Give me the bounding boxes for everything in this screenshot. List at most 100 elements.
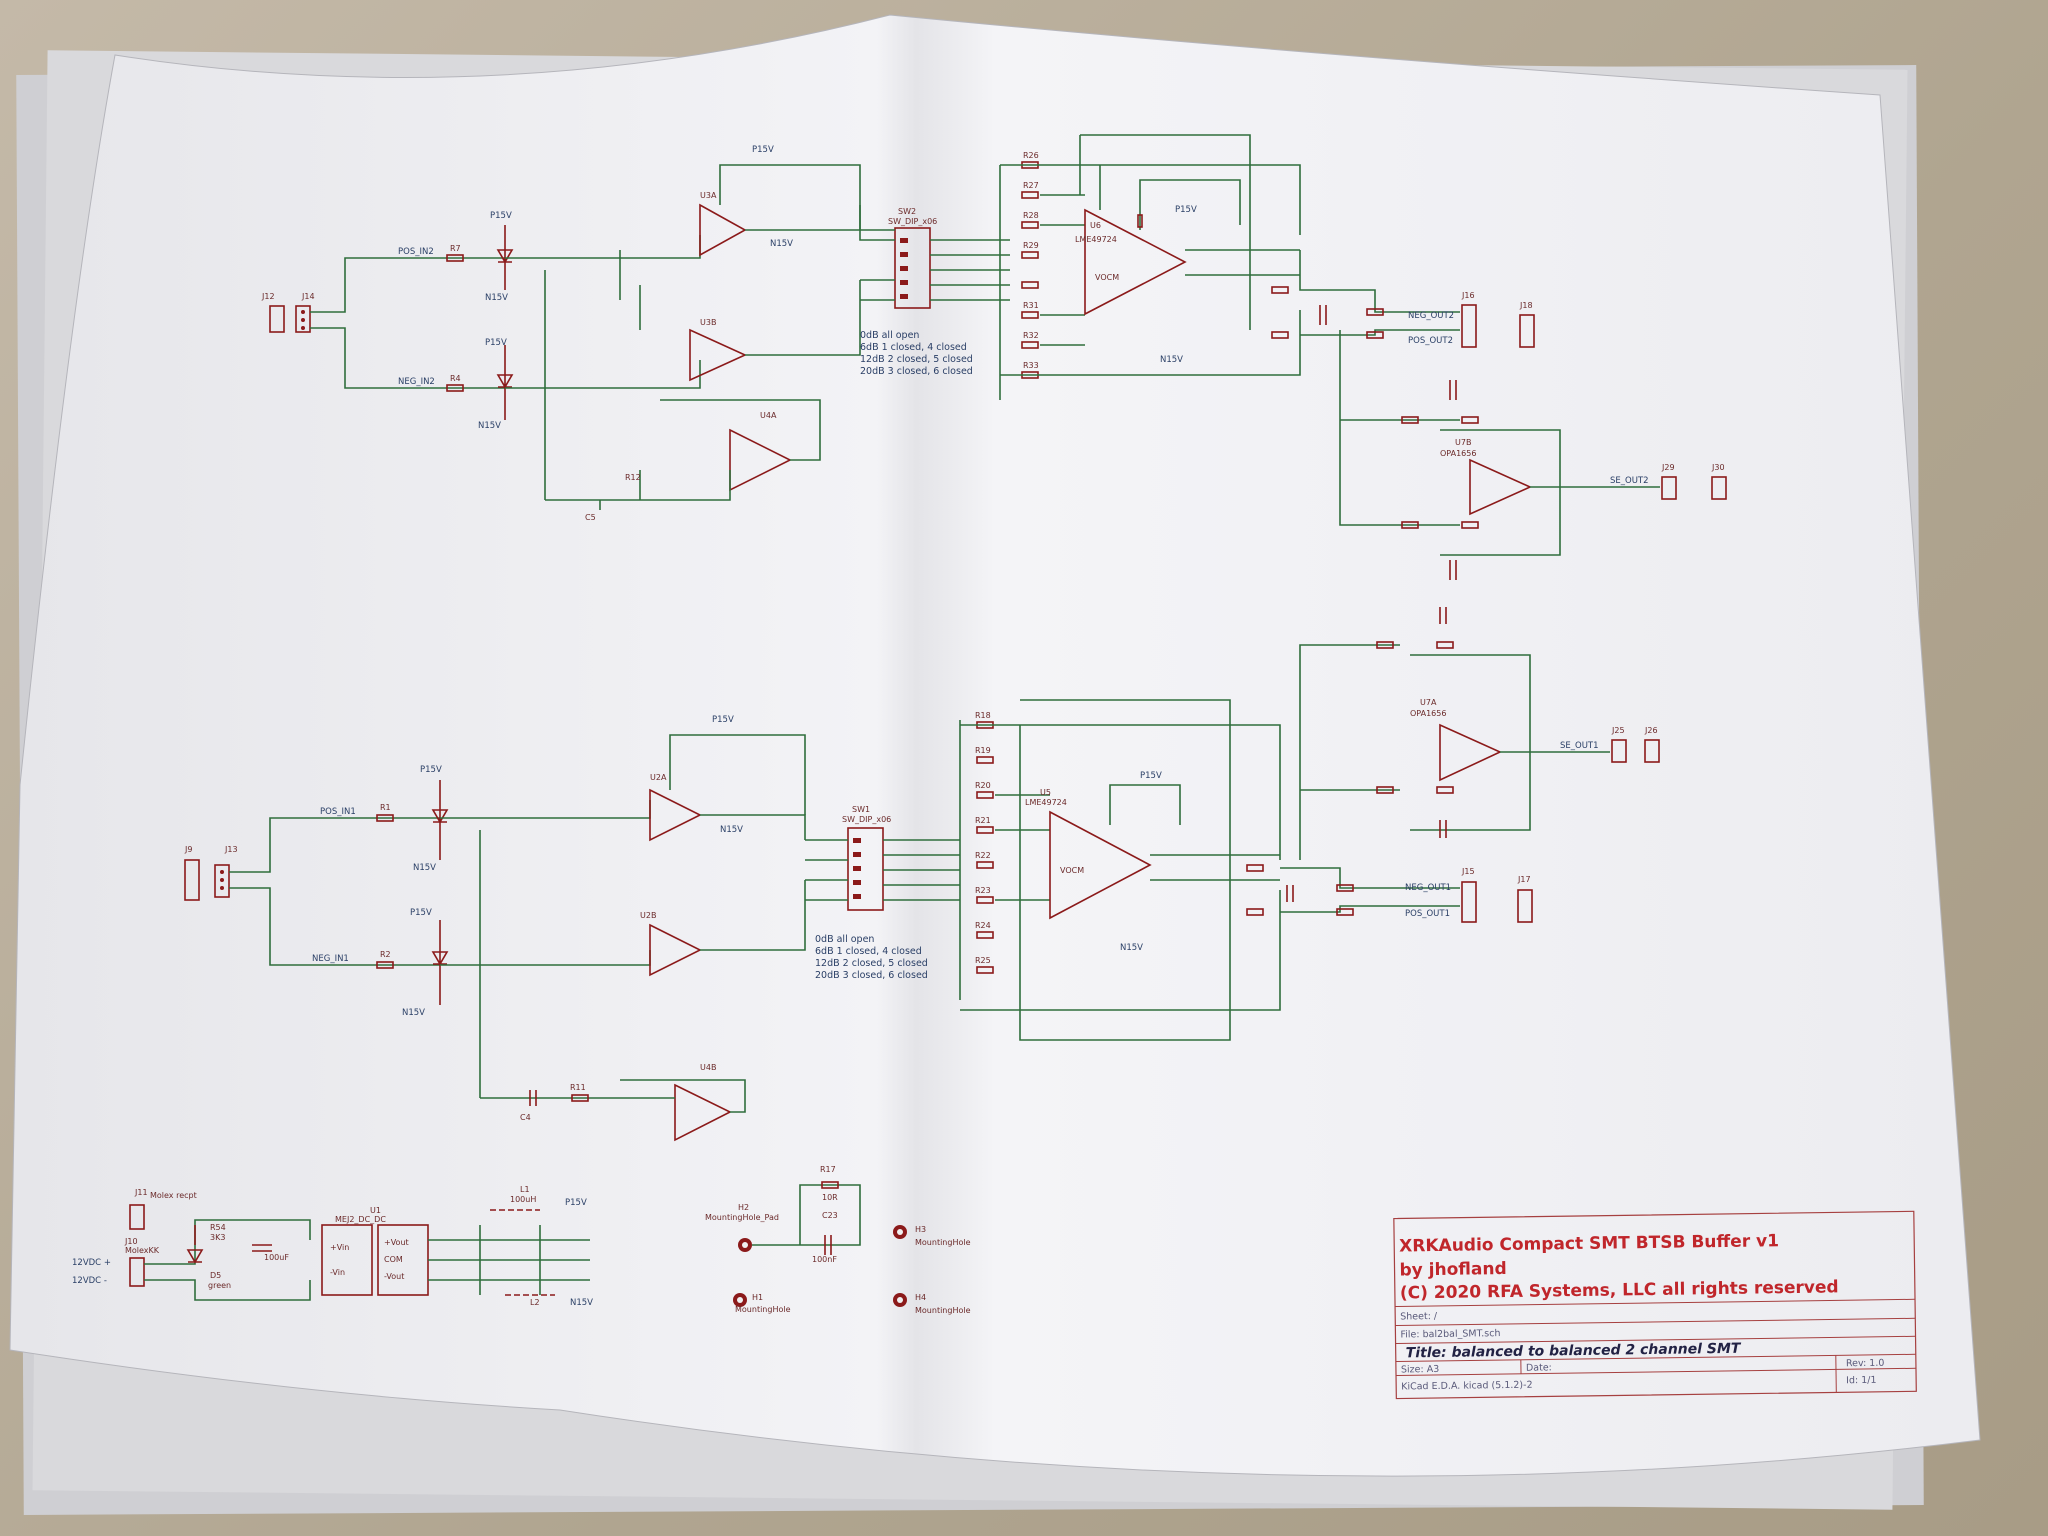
svg-text:R22: R22 bbox=[975, 851, 991, 860]
svg-text:R17: R17 bbox=[820, 1165, 836, 1174]
svg-text:U2B: U2B bbox=[640, 911, 656, 920]
net-label-pos-in1: POS_IN1 bbox=[320, 807, 356, 817]
net-label-pos-out1: POS_OUT1 bbox=[1405, 909, 1450, 919]
svg-text:10R: 10R bbox=[822, 1193, 838, 1202]
svg-text:R4: R4 bbox=[450, 374, 461, 383]
title-line-2: by jhofland bbox=[1399, 1259, 1506, 1280]
svg-text:OPA1656: OPA1656 bbox=[1410, 709, 1446, 718]
svg-text:SW_DIP_x06: SW_DIP_x06 bbox=[842, 815, 891, 824]
svg-text:R54: R54 bbox=[210, 1223, 226, 1232]
svg-text:R26: R26 bbox=[1023, 151, 1039, 160]
svg-text:U2A: U2A bbox=[650, 773, 667, 782]
svg-text:J18: J18 bbox=[1519, 301, 1533, 310]
svg-text:20dB 3 closed, 6 closed: 20dB 3 closed, 6 closed bbox=[860, 366, 973, 377]
svg-text:J26: J26 bbox=[1644, 726, 1658, 735]
connector-j12 bbox=[269, 305, 311, 333]
svg-text:MountingHole_Pad: MountingHole_Pad bbox=[705, 1213, 779, 1222]
mounting-holes: H2 MountingHole_Pad R17 10R C23 100nF H3… bbox=[705, 1165, 971, 1315]
svg-text:U4A: U4A bbox=[760, 411, 777, 420]
sheet-label: Sheet: / bbox=[1400, 1311, 1438, 1323]
id-label: Id: 1/1 bbox=[1846, 1375, 1876, 1386]
svg-text:J29: J29 bbox=[1661, 463, 1675, 472]
svg-text:P15V: P15V bbox=[1140, 771, 1162, 781]
svg-text:R2: R2 bbox=[380, 950, 391, 959]
schematic-title: Title: balanced to balanced 2 channel SM… bbox=[1406, 1341, 1742, 1362]
svg-text:D5: D5 bbox=[210, 1271, 221, 1280]
svg-text:3K3: 3K3 bbox=[210, 1233, 225, 1242]
svg-text:MountingHole: MountingHole bbox=[735, 1305, 791, 1314]
dip-switch-sw1 bbox=[847, 827, 884, 911]
svg-text:6dB 1 closed, 4 closed: 6dB 1 closed, 4 closed bbox=[815, 946, 922, 957]
size-label: Size: A3 bbox=[1401, 1364, 1439, 1376]
svg-text:U3B: U3B bbox=[700, 318, 716, 327]
svg-text:C23: C23 bbox=[822, 1211, 838, 1220]
svg-text:N15V: N15V bbox=[478, 421, 501, 431]
svg-text:R23: R23 bbox=[975, 886, 991, 895]
svg-text:U4B: U4B bbox=[700, 1063, 716, 1072]
svg-text:SW_DIP_x06: SW_DIP_x06 bbox=[888, 217, 937, 226]
net-label-se-out2: SE_OUT2 bbox=[1610, 476, 1649, 486]
svg-text:J16: J16 bbox=[1461, 291, 1475, 300]
svg-text:J14: J14 bbox=[301, 292, 315, 301]
svg-text:H4: H4 bbox=[915, 1293, 926, 1302]
svg-text:20dB 3 closed, 6 closed: 20dB 3 closed, 6 closed bbox=[815, 970, 928, 981]
svg-text:P15V: P15V bbox=[565, 1198, 587, 1208]
svg-text:N15V: N15V bbox=[570, 1298, 593, 1308]
svg-text:L2: L2 bbox=[530, 1298, 540, 1307]
svg-text:P15V: P15V bbox=[712, 715, 734, 725]
svg-text:R21: R21 bbox=[975, 816, 991, 825]
svg-text:12VDC +: 12VDC + bbox=[72, 1258, 111, 1268]
svg-text:R1: R1 bbox=[380, 803, 391, 812]
svg-text:U7A: U7A bbox=[1420, 698, 1437, 707]
svg-text:H3: H3 bbox=[915, 1225, 926, 1234]
power-supply-section: J11 Molex recpt J10 MolexKK 12VDC + 12VD… bbox=[72, 1185, 593, 1308]
svg-text:R7: R7 bbox=[450, 244, 461, 253]
net-label-neg-out1: NEG_OUT1 bbox=[1405, 883, 1451, 893]
svg-text:12dB 2 closed, 5 closed: 12dB 2 closed, 5 closed bbox=[860, 354, 973, 365]
net-label-neg-out2: NEG_OUT2 bbox=[1408, 311, 1454, 321]
rev-label: Rev: 1.0 bbox=[1846, 1358, 1885, 1370]
kicad-label: KiCad E.D.A. kicad (5.1.2)-2 bbox=[1401, 1380, 1533, 1393]
svg-text:R31: R31 bbox=[1023, 301, 1039, 310]
svg-text:R33: R33 bbox=[1023, 361, 1039, 370]
svg-text:0dB all open: 0dB all open bbox=[860, 330, 919, 341]
svg-text:C5: C5 bbox=[585, 513, 596, 522]
svg-text:R12: R12 bbox=[625, 473, 641, 482]
svg-text:R24: R24 bbox=[975, 921, 991, 930]
svg-text:SW1: SW1 bbox=[852, 805, 870, 814]
svg-text:MEJ2_DC_DC: MEJ2_DC_DC bbox=[335, 1215, 386, 1224]
svg-text:J17: J17 bbox=[1517, 875, 1531, 884]
title-block: XRKAudio Compact SMT BTSB Buffer v1 by j… bbox=[1393, 1210, 1917, 1400]
svg-text:P15V: P15V bbox=[420, 765, 442, 775]
svg-text:R29: R29 bbox=[1023, 241, 1039, 250]
svg-text:R32: R32 bbox=[1023, 331, 1039, 340]
svg-text:+Vout: +Vout bbox=[384, 1238, 409, 1247]
svg-text:0dB all open: 0dB all open bbox=[815, 934, 874, 945]
paper-sheet bbox=[9, 14, 1981, 1477]
svg-text:VOCM: VOCM bbox=[1060, 866, 1084, 875]
svg-text:N15V: N15V bbox=[485, 293, 508, 303]
svg-text:-Vin: -Vin bbox=[330, 1268, 345, 1277]
svg-text:P15V: P15V bbox=[752, 145, 774, 155]
svg-text:J10: J10 bbox=[124, 1237, 138, 1246]
svg-text:12VDC -: 12VDC - bbox=[72, 1276, 107, 1286]
svg-text:N15V: N15V bbox=[413, 863, 436, 873]
svg-text:N15V: N15V bbox=[402, 1008, 425, 1018]
svg-text:U6: U6 bbox=[1090, 221, 1101, 230]
svg-text:N15V: N15V bbox=[720, 825, 743, 835]
svg-text:R11: R11 bbox=[570, 1083, 586, 1092]
svg-text:H2: H2 bbox=[738, 1203, 749, 1212]
svg-text:J15: J15 bbox=[1461, 867, 1475, 876]
svg-text:R18: R18 bbox=[975, 711, 991, 720]
svg-text:N15V: N15V bbox=[1120, 943, 1143, 953]
svg-text:N15V: N15V bbox=[770, 239, 793, 249]
svg-text:J13: J13 bbox=[224, 845, 238, 854]
svg-text:100nF: 100nF bbox=[812, 1255, 837, 1264]
svg-text:SW2: SW2 bbox=[898, 207, 916, 216]
svg-text:R27: R27 bbox=[1023, 181, 1039, 190]
svg-text:-Vout: -Vout bbox=[384, 1272, 404, 1281]
svg-text:100uF: 100uF bbox=[264, 1253, 289, 1262]
svg-text:J25: J25 bbox=[1611, 726, 1625, 735]
